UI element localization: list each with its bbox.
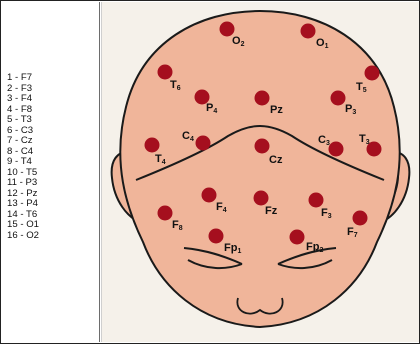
electrode-label-sub: 4 xyxy=(213,108,217,115)
electrode-label-main: Fp xyxy=(306,241,320,253)
electrode-dot xyxy=(301,24,316,39)
electrode-label: Cz xyxy=(269,154,283,166)
electrode-label-sub: 8 xyxy=(179,225,183,232)
electrode-label: Fz xyxy=(265,205,278,217)
legend-item: 15 - O1 xyxy=(7,220,39,231)
electrode-label-sub: 1 xyxy=(237,248,241,255)
electrode-label-sub: 3 xyxy=(352,109,356,116)
electrode-label-main: P xyxy=(345,103,352,115)
electrode-dot xyxy=(145,138,160,153)
legend-item: 3 - F4 xyxy=(7,94,39,105)
legend-item: 13 - P4 xyxy=(7,199,39,210)
electrode-dot xyxy=(254,191,269,206)
electrode-dot xyxy=(290,230,305,245)
electrode-label-sub: 4 xyxy=(223,207,227,214)
electrode-label-sub: 3 xyxy=(366,139,370,146)
electrode-dot xyxy=(331,91,346,106)
electrode-dot xyxy=(158,65,173,80)
legend-item: 1 - F7 xyxy=(7,73,39,84)
electrode-dot xyxy=(353,211,368,226)
electrode-label-sub: 2 xyxy=(241,41,245,48)
electrode-label-main: Fp xyxy=(224,242,238,254)
electrode-label-sub: 5 xyxy=(363,87,367,94)
electrode-label-sub: 3 xyxy=(328,213,332,220)
electrode-dot xyxy=(158,206,173,221)
electrode-dot xyxy=(365,66,380,81)
electrode-dot xyxy=(209,229,224,244)
electrode-label-main: C xyxy=(318,134,326,146)
legend-item: 5 - T3 xyxy=(7,115,39,126)
electrode-label-main: Cz xyxy=(269,154,283,166)
electrode-label-sub: 2 xyxy=(319,247,323,254)
electrode-label-sub: 4 xyxy=(162,159,166,166)
electrode-label: Pz xyxy=(270,104,283,116)
electrode-dot xyxy=(255,91,270,106)
electrode-dot xyxy=(255,139,270,154)
legend-item: 11 - P3 xyxy=(7,178,39,189)
electrode-dot xyxy=(202,188,217,203)
electrode-label-sub: 3 xyxy=(326,140,330,147)
electrode-label-main: Pz xyxy=(270,104,283,116)
electrode-label-main: Fz xyxy=(265,205,278,217)
electrode-dot xyxy=(329,142,344,157)
legend-item: 9 - T4 xyxy=(7,157,39,168)
electrode-label-main: C xyxy=(182,130,190,142)
electrode-label-sub: 1 xyxy=(325,43,329,50)
electrode-dot xyxy=(196,136,211,151)
electrode-label-sub: 7 xyxy=(354,232,358,239)
legend-item: 16 - O2 xyxy=(7,231,39,242)
legend-item: 7 - Cz xyxy=(7,136,39,147)
electrode-label-sub: 4 xyxy=(190,136,194,143)
electrode-label-sub: 6 xyxy=(177,85,181,92)
electrode-dot xyxy=(309,193,324,208)
electrode-label-main: P xyxy=(206,102,213,114)
